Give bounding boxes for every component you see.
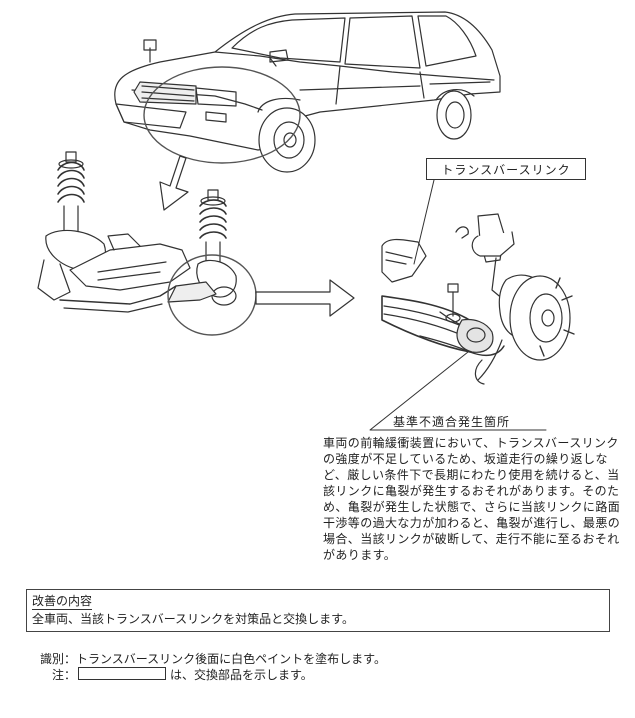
right-arrow-icon <box>256 280 354 316</box>
defect-location-title: 基準不適合発生箇所 <box>393 415 511 429</box>
identification-notes: 識別：トランスバースリンク後面に白色ペイントを塗布します。 注： は、交換部品を示… <box>30 651 386 683</box>
note-row: 注： は、交換部品を示します。 <box>30 667 386 683</box>
callout-leader-line <box>414 180 434 264</box>
transverse-link-detail-view <box>382 214 574 384</box>
sedan-car-illustration <box>115 12 500 172</box>
front-suspension-assembly <box>38 152 256 335</box>
replacement-part-swatch <box>78 667 166 680</box>
note-label: 注： <box>51 668 76 682</box>
identification-label: 識別： <box>39 652 76 666</box>
identification-text: トランスバースリンク後面に白色ペイントを塗布します。 <box>76 652 386 666</box>
improvement-content: 全車両、当該トランスバースリンクを対策品と交換します。 <box>32 612 354 626</box>
transverse-link-label: トランスバースリンク <box>426 158 586 180</box>
down-arrow-icon <box>160 156 188 210</box>
identification-row: 識別：トランスバースリンク後面に白色ペイントを塗布します。 <box>30 651 386 667</box>
improvement-box: 改善の内容 全車両、当該トランスバースリンクを対策品と交換します。 <box>26 589 610 632</box>
defect-leader-line <box>370 352 546 430</box>
note-text: は、交換部品を示します。 <box>170 668 313 682</box>
defect-description: 車両の前輪緩衝装置において、トランスバースリンクの強度が不足しているため、坂道走… <box>323 436 621 562</box>
improvement-title: 改善の内容 <box>32 594 93 610</box>
